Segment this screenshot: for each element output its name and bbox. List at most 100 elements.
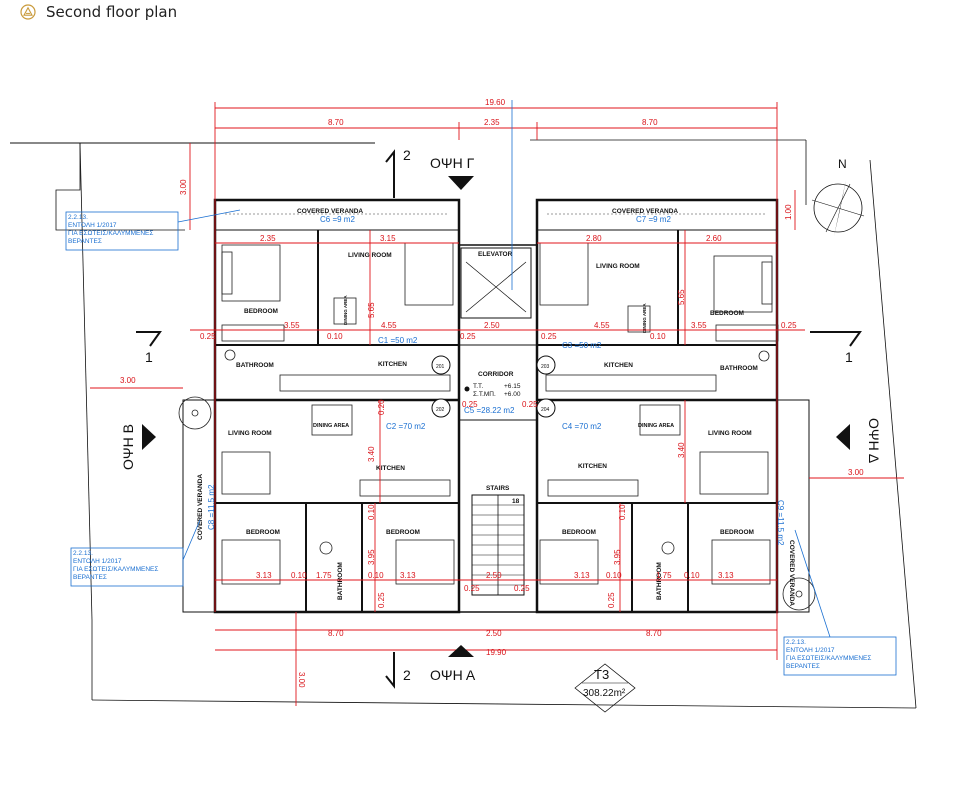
- level-marker: [464, 386, 470, 392]
- kitchen-counter: [359, 479, 451, 497]
- area-c3: C3 =50 m2: [562, 341, 602, 350]
- dim-bot-b: 0.10: [291, 571, 307, 580]
- page-title: Second floor plan: [46, 3, 178, 21]
- section-arrow-icon: [136, 331, 162, 347]
- dim-row-e: 3.55: [691, 321, 707, 330]
- note-line: ΕΝΤΟΛΗ 1/2017: [786, 647, 835, 654]
- kitchen-counter: [279, 374, 451, 392]
- dim-setback-bottom: 3.00: [297, 672, 306, 688]
- elevator-label: ELEVATOR: [478, 251, 513, 258]
- dim-bot-k: 3.13: [718, 571, 734, 580]
- section-label-right: 1: [845, 349, 853, 365]
- elevation-marker-left: ΟΨΗ Β 1: [120, 331, 162, 470]
- elevation-marker-top: ΟΨΗ Γ 2: [385, 147, 475, 198]
- dim-right-wing: 8.70: [642, 118, 658, 127]
- regulation-notes: 2.2.13. ΕΝΤΟΛΗ 1/2017 ΓΙΑ ΕΣΩΤΕΙΣ/ΚΑΛΥΜΜ…: [65, 209, 897, 676]
- area-c2: C2 =70 m2: [386, 422, 426, 431]
- bathroom-label: BATHROOM: [236, 362, 274, 369]
- dim-mid-w2: 0.25: [522, 400, 538, 409]
- spiral-stair: [178, 396, 212, 430]
- door-tag: [536, 355, 556, 375]
- bed: [711, 539, 771, 585]
- dim-setback-left: 3.00: [120, 376, 136, 385]
- spiral-stair-core: [795, 590, 803, 598]
- kitchen-label: KITCHEN: [376, 465, 405, 472]
- dim-wall-v4: 0.25: [377, 592, 386, 608]
- dining-table: [333, 297, 357, 325]
- dim-bot-c: 1.75: [316, 571, 332, 580]
- dim-wall-e: 0.10: [650, 332, 666, 341]
- dim-bedroom-left: 2.35: [260, 234, 276, 243]
- dim-wall-d: 0.25: [541, 332, 557, 341]
- veranda-label-side: COVERED VERANDA: [197, 474, 204, 540]
- level-structural-value: +6.00: [504, 391, 521, 398]
- toilet: [319, 541, 333, 555]
- dim-depth-bed-right: 3.95: [613, 549, 622, 565]
- section-label-bottom: 2: [403, 667, 411, 683]
- note-line: ΓΙΑ ΕΣΩΤΕΙΣ/ΚΑΛΥΜΜΕΝΕΣ: [786, 655, 871, 662]
- dim-depth-living-right: 5.65: [677, 289, 686, 305]
- page-header: Second floor plan: [20, 0, 177, 24]
- area-c8: C8 =11.5 m2: [207, 484, 216, 530]
- north-label: N: [838, 157, 847, 171]
- plot-boundary: [10, 139, 917, 709]
- kitchen-label: KITCHEN: [604, 362, 633, 369]
- dining-area-label: DINING AREA: [343, 295, 348, 325]
- sofa: [699, 451, 769, 495]
- dim-wall-v1: 0.20: [377, 399, 386, 415]
- bedroom-label: BEDROOM: [244, 308, 278, 315]
- plot-code: T3: [594, 667, 609, 682]
- stairs-label: STAIRS: [486, 485, 510, 492]
- dim-left-wing-bottom: 8.70: [328, 629, 344, 638]
- elevation-label-top: ΟΨΗ Γ: [430, 155, 475, 171]
- dim-bot-f: 2.50: [486, 571, 502, 580]
- dim-living-left: 3.15: [380, 234, 396, 243]
- dim-row-b: 4.55: [381, 321, 397, 330]
- bathroom-label: BATHROOM: [337, 562, 344, 600]
- dim-bot-a: 3.13: [256, 571, 272, 580]
- elevation-label-left: ΟΨΗ Β: [120, 424, 136, 470]
- bedroom-label: BEDROOM: [710, 310, 744, 317]
- plot-tag-icon: [574, 663, 636, 713]
- elevation-marker-bottom: ΟΨΗ Α 2: [385, 645, 476, 689]
- area-c4: C4 =70 m2: [562, 422, 602, 431]
- elevator: ELEVATOR: [460, 247, 532, 319]
- dining-table: [639, 404, 681, 436]
- furniture: [178, 242, 816, 611]
- dim-wall-v5: 0.25: [607, 592, 616, 608]
- sofa: [404, 242, 454, 306]
- spiral-stair: [782, 577, 816, 611]
- dim-row-c: 2.50: [484, 321, 500, 330]
- door-tags: 201 202 203 204: [431, 355, 556, 418]
- dim-bedroom-right: 2.60: [706, 234, 722, 243]
- kitchen-label: KITCHEN: [378, 361, 407, 368]
- dim-bot-i: 1.75: [656, 571, 672, 580]
- area-c5: C5 =28.22 m2: [464, 406, 515, 415]
- bedroom-label: BEDROOM: [246, 529, 280, 536]
- dim-wall-b: 0.10: [327, 332, 343, 341]
- toilet: [758, 350, 770, 362]
- note-line: 2.2.13.: [68, 214, 88, 221]
- dim-row-a: 3.55: [284, 321, 300, 330]
- dim-bot-w1: 0.25: [464, 584, 480, 593]
- veranda-label-right: COVERED VERANDA: [612, 208, 678, 215]
- note-line: ΒΕΡΑΝΤΕΣ: [786, 663, 820, 670]
- dining-area-label: DINING AREA: [313, 423, 349, 429]
- note-line: ΒΕΡΑΝΤΕΣ: [73, 574, 107, 581]
- bedroom-label: BEDROOM: [386, 529, 420, 536]
- elevation-arrow-icon: [448, 176, 474, 190]
- bed: [221, 244, 281, 302]
- dining-table: [311, 404, 353, 436]
- bed: [395, 539, 455, 585]
- dim-wall-f: 0.25: [781, 321, 797, 330]
- area-c7: C7 =9 m2: [636, 215, 671, 224]
- counter: [715, 324, 779, 342]
- note-line: 2.2.13.: [786, 639, 806, 646]
- dimension-lines: [90, 100, 904, 706]
- sofa: [221, 451, 271, 495]
- elevation-label-right: ΟΨΗ Δ: [866, 418, 882, 463]
- bedroom-label: BEDROOM: [562, 529, 596, 536]
- area-labels: C1 =50 m2 C2 =70 m2 C3 =50 m2 C4 =70 m2 …: [207, 215, 785, 546]
- bathroom-label: BATHROOM: [656, 562, 663, 600]
